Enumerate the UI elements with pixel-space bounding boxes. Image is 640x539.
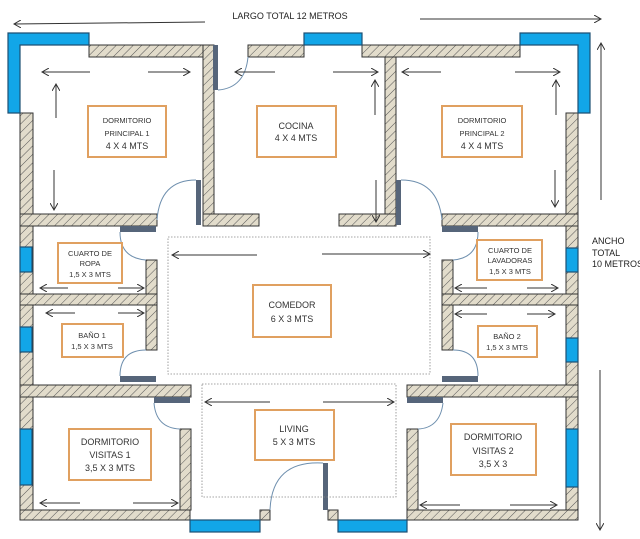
width-label-3: 10 METROS — [592, 259, 640, 269]
svg-text:VISITAS 1: VISITAS 1 — [89, 450, 130, 460]
window-bano-1 — [19, 326, 33, 353]
dimension-arrow-left — [14, 22, 206, 24]
room-label-comedor: COMEDOR 6 X 3 MTS — [252, 284, 332, 338]
room-label-bano-2: BAÑO 2 1,5 X 3 MTS — [477, 325, 538, 358]
room-label-bano-1: BAÑO 1 1,5 X 3 MTS — [61, 323, 124, 358]
svg-text:COMEDOR: COMEDOR — [269, 300, 317, 310]
svg-text:4 X 4 MTS: 4 X 4 MTS — [106, 141, 149, 151]
svg-text:6 X 3 MTS: 6 X 3 MTS — [271, 314, 314, 324]
window-bottom-right — [337, 519, 408, 533]
svg-text:4 X 4 MTS: 4 X 4 MTS — [275, 133, 318, 143]
window-bottom-left — [189, 519, 261, 533]
room-label-dormitorio-principal-2: DORMITORIO PRINCIPAL 2 4 X 4 MTS — [441, 105, 523, 158]
svg-text:BAÑO 2: BAÑO 2 — [493, 332, 521, 341]
svg-text:LIVING: LIVING — [279, 424, 309, 434]
svg-text:LAVADORAS: LAVADORAS — [488, 256, 533, 265]
svg-text:3,5 X 3 MTS: 3,5 X 3 MTS — [85, 463, 135, 473]
width-label-1: ANCHO — [592, 236, 625, 246]
svg-text:1,5 X 3 MTS: 1,5 X 3 MTS — [489, 267, 531, 276]
doors — [119, 45, 479, 511]
svg-text:PRINCIPAL 1: PRINCIPAL 1 — [104, 129, 149, 138]
svg-text:DORMITORIO: DORMITORIO — [458, 116, 507, 125]
window-kitchen — [303, 32, 363, 46]
svg-text:1,5 X 3 MTS: 1,5 X 3 MTS — [71, 342, 113, 351]
svg-text:CUARTO DE: CUARTO DE — [488, 246, 532, 255]
walls — [19, 44, 579, 521]
room-label-cuarto-de-lavadoras: CUARTO DE LAVADORAS 1,5 X 3 MTS — [476, 239, 543, 281]
svg-text:5 X 3 MTS: 5 X 3 MTS — [273, 437, 316, 447]
svg-text:DORMITORIO: DORMITORIO — [464, 432, 522, 442]
room-label-living: LIVING 5 X 3 MTS — [254, 409, 335, 461]
window-visitas-1 — [19, 428, 33, 486]
living-area — [201, 383, 397, 498]
comedor-area — [167, 236, 431, 375]
window-top-right — [519, 32, 591, 114]
room-label-cuarto-de-ropa: CUARTO DE ROPA 1,5 X 3 MTS — [57, 242, 123, 284]
window-lavadoras — [565, 247, 579, 273]
window-ropa — [19, 246, 33, 273]
total-length-label: LARGO TOTAL 12 METROS — [232, 11, 347, 21]
svg-text:DORMITORIO: DORMITORIO — [103, 116, 152, 125]
window-visitas-2 — [565, 428, 579, 488]
room-label-dormitorio-visitas-1: DORMITORIO VISITAS 1 3,5 X 3 MTS — [68, 428, 152, 481]
measurement-arrows — [40, 72, 560, 505]
svg-text:COCINA: COCINA — [278, 121, 313, 131]
width-label-2: TOTAL — [592, 248, 620, 258]
window-bano-2 — [565, 337, 579, 363]
svg-text:PRINCIPAL 2: PRINCIPAL 2 — [459, 129, 504, 138]
svg-text:DORMITORIO: DORMITORIO — [81, 437, 139, 447]
room-label-cocina: COCINA 4 X 4 MTS — [256, 105, 337, 158]
svg-text:VISITAS 2: VISITAS 2 — [472, 446, 513, 456]
svg-text:ROPA: ROPA — [80, 259, 101, 268]
room-label-dormitorio-visitas-2: DORMITORIO VISITAS 2 3,5 X 3 — [450, 423, 537, 476]
svg-text:BAÑO 1: BAÑO 1 — [78, 331, 106, 340]
room-label-dormitorio-principal-1: DORMITORIO PRINCIPAL 1 4 X 4 MTS — [87, 105, 167, 158]
windows — [7, 32, 591, 533]
svg-text:1,5 X 3 MTS: 1,5 X 3 MTS — [69, 270, 111, 279]
svg-text:4 X 4 MTS: 4 X 4 MTS — [461, 141, 504, 151]
svg-text:CUARTO DE: CUARTO DE — [68, 249, 112, 258]
svg-text:1,5 X 3 MTS: 1,5 X 3 MTS — [486, 343, 528, 352]
svg-text:3,5 X 3: 3,5 X 3 — [479, 459, 508, 469]
window-top-left — [7, 32, 90, 114]
